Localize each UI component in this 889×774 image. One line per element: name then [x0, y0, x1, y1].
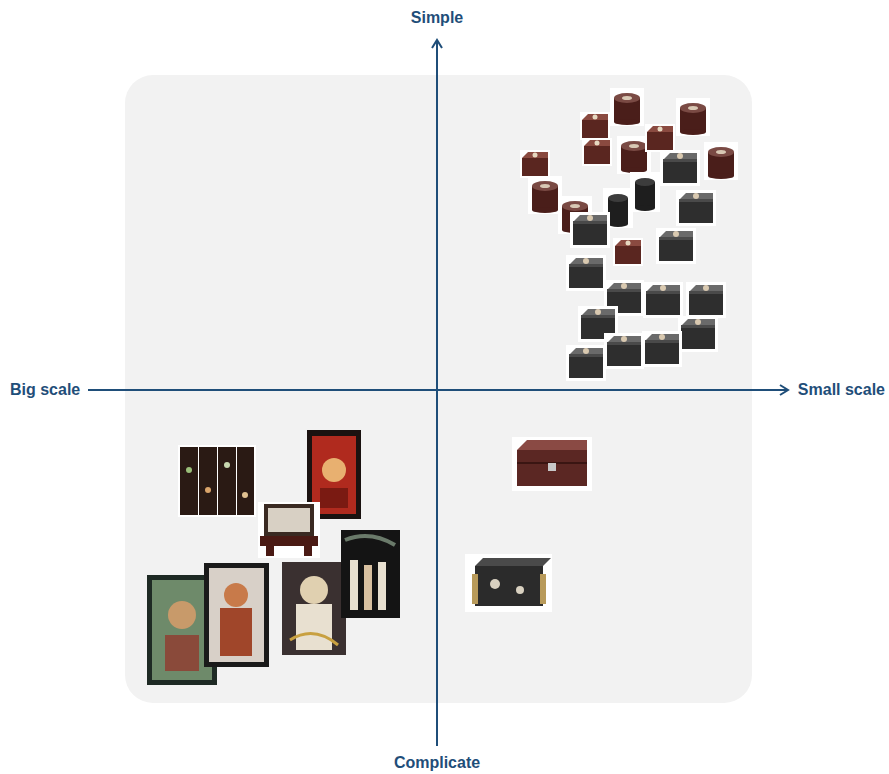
small-boxes: [520, 88, 738, 381]
axis-label-top: Simple: [411, 8, 463, 27]
horizontal-axis: [88, 389, 788, 391]
lacquer-panels: [147, 430, 400, 685]
vertical-axis: [436, 40, 438, 746]
axis-label-bottom: Complicate: [394, 753, 480, 772]
axis-label-left: Big scale: [10, 380, 80, 399]
jewelry-boxes: [465, 437, 592, 612]
axis-label-right: Small scale: [798, 380, 885, 399]
